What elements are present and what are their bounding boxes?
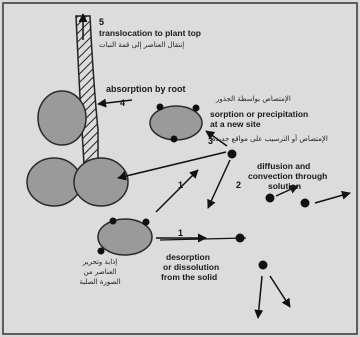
translocation-label: translocation to plant top bbox=[99, 28, 201, 38]
desorption-label: desorption bbox=[166, 252, 210, 262]
ion-particle bbox=[266, 194, 275, 203]
desorption-label-ar-line2: العناصر من bbox=[84, 268, 117, 276]
soil-grain-upper bbox=[38, 91, 86, 145]
diffusion-label: diffusion and bbox=[257, 161, 310, 171]
ion-particle bbox=[98, 248, 105, 255]
step-number: 2 bbox=[236, 180, 241, 190]
translocation-label-ar: إنتقال العناصر إلى قمة النبات bbox=[99, 41, 184, 49]
desorption-label-line3: from the solid bbox=[161, 272, 217, 282]
ion-particle bbox=[110, 218, 117, 225]
desorption-label-ar-line3: الصورة الصلبة bbox=[79, 278, 120, 286]
ion-particle bbox=[143, 219, 150, 226]
step-number: 4 bbox=[121, 170, 126, 180]
diffusion-label-line2: convection through bbox=[248, 171, 327, 181]
ion-particle bbox=[171, 136, 178, 143]
step-number: 4 bbox=[120, 98, 125, 108]
step-number: 5 bbox=[99, 17, 104, 27]
ion-particle bbox=[157, 104, 164, 111]
desorption-label-ar: إذابة وتحرير bbox=[82, 258, 118, 266]
step-number: 1 bbox=[178, 228, 183, 238]
desorption-label-line2: or dissolution bbox=[163, 262, 219, 272]
ion-particle bbox=[301, 199, 310, 208]
sorption-label-line2: at a new site bbox=[210, 119, 261, 129]
absorption-label: absorption by root bbox=[106, 84, 186, 94]
step-number: 1 bbox=[178, 180, 183, 190]
ion-particle bbox=[193, 105, 200, 112]
step-number: 3 bbox=[208, 136, 213, 146]
absorption-label-ar: الإمتصاص بواسطة الجذور bbox=[215, 95, 291, 103]
sorption-label: sorption or precipitation bbox=[210, 109, 308, 119]
ion-particle bbox=[228, 150, 237, 159]
soil-grain-right bbox=[74, 158, 128, 206]
diffusion-label-line3: solution bbox=[268, 181, 301, 191]
soil-grain-left bbox=[27, 158, 81, 206]
soil-grain-sorption-site bbox=[150, 106, 202, 140]
ion-particle bbox=[259, 261, 268, 270]
sorption-label-ar: الإمتصاص أو الترسيب على مواقع جديدة bbox=[212, 134, 328, 143]
